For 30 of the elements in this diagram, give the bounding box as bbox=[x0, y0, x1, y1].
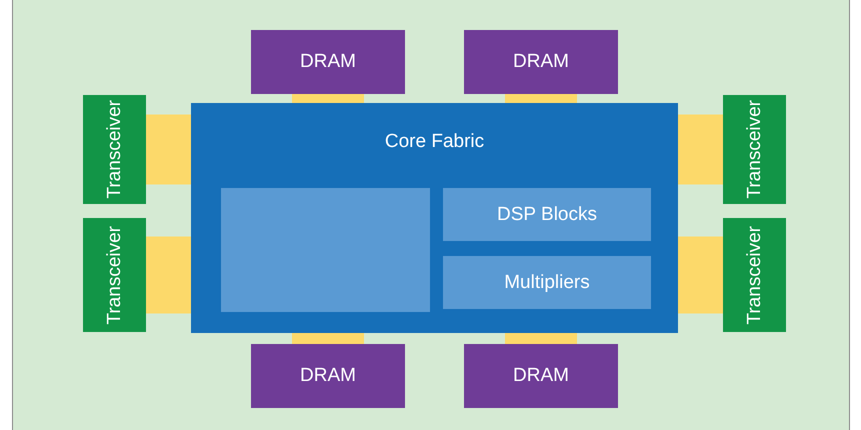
block-label: Transceiver bbox=[104, 226, 126, 324]
connector-band bbox=[292, 94, 364, 103]
block-title: Core Fabric bbox=[384, 131, 484, 153]
block-label: Transceiver bbox=[744, 100, 766, 199]
connector-band bbox=[678, 236, 723, 314]
fabric-block bbox=[191, 103, 678, 333]
memory-block bbox=[251, 344, 405, 408]
memory-block bbox=[251, 30, 405, 94]
function-block bbox=[443, 256, 651, 309]
connector-band bbox=[678, 114, 723, 184]
block-label: DRAM bbox=[300, 51, 356, 73]
memory-block bbox=[464, 344, 618, 408]
transceiver-block bbox=[83, 218, 146, 332]
transceiver-block bbox=[83, 95, 146, 204]
function-block bbox=[221, 188, 430, 312]
block-label: DRAM bbox=[513, 365, 569, 387]
memory-block bbox=[464, 30, 618, 94]
connector-band bbox=[505, 94, 577, 103]
block-label: DSP Blocks bbox=[497, 204, 597, 226]
block-label: DRAM bbox=[513, 51, 569, 73]
block-label: Transceiver bbox=[104, 100, 126, 199]
connector-band bbox=[146, 236, 191, 314]
transceiver-block bbox=[723, 218, 786, 332]
connector-band bbox=[505, 333, 577, 344]
block-label: DRAM bbox=[300, 365, 356, 387]
transceiver-block bbox=[723, 95, 786, 204]
connector-band bbox=[146, 114, 191, 184]
block-label: Transceiver bbox=[744, 226, 766, 324]
function-block bbox=[443, 188, 651, 241]
block-label: Multipliers bbox=[504, 272, 590, 294]
